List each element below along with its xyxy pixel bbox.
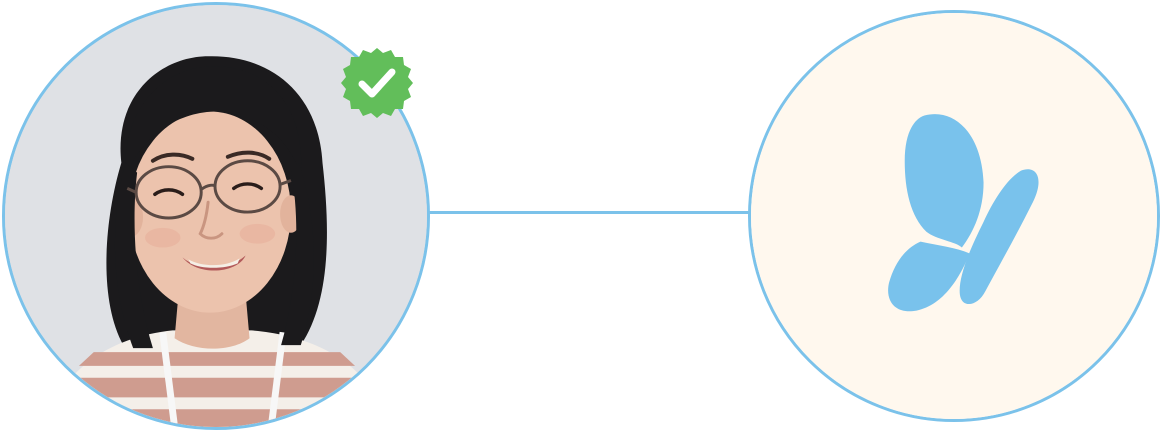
connector-line <box>428 211 750 214</box>
butterfly-logo-icon <box>751 13 1157 419</box>
verified-check-icon <box>340 46 414 120</box>
user-avatar-group <box>2 2 430 430</box>
brand-logo-badge <box>748 10 1160 422</box>
user-photo <box>5 5 427 427</box>
